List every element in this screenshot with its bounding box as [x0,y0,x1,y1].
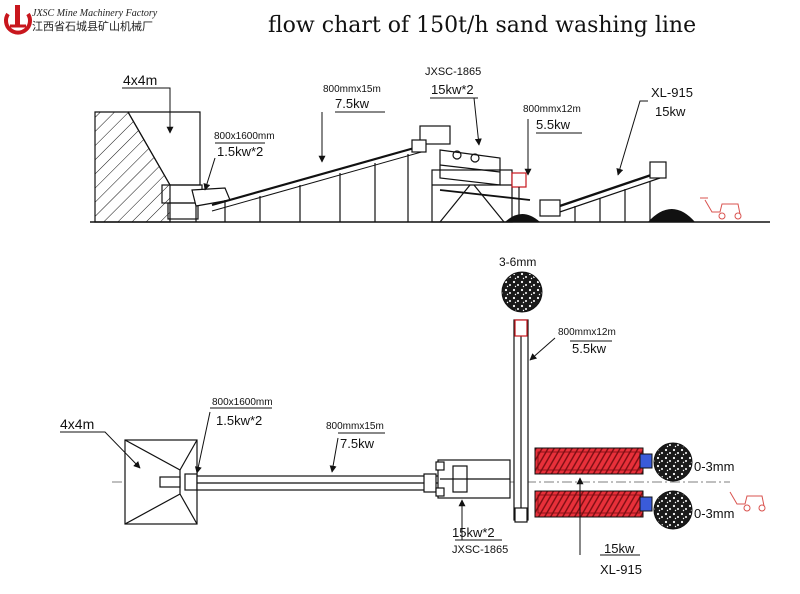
top-view-equipment [124,319,529,525]
leader-conveyor2-top [529,337,556,361]
label-conveyor1-power-side: 7.5kw [335,96,370,111]
label-conveyor2-power-side: 5.5kw [536,117,571,132]
conveyor1-belt [211,143,426,207]
leader-hopper-top [60,431,141,469]
label-feeder-power-top: 1.5kw*2 [216,413,262,428]
factory-logo [4,5,32,35]
leader-hopper-side [122,87,174,134]
pile-fine-1 [653,442,693,482]
page-title: flow chart of 150t/h sand washing line [268,13,696,38]
screen-frame [431,169,513,223]
leader-washer-side [616,100,648,176]
label-product-fine-2: 0-3mm [694,506,734,521]
logo-english-name: JXSC Mine Machinery Factory [32,8,158,19]
loader-icon-top [729,491,766,512]
label-hopper-top: 4x4m [60,416,94,432]
stockpile-fine-side [648,209,695,222]
conveyor2-drive [511,172,527,188]
washer-trough [547,170,661,212]
label-washer-power-side: 15kw [655,104,686,119]
side-view-equipment [90,111,770,223]
leader-feeder-side [203,157,216,191]
logo-chinese-name: 江西省石城县矿山机械厂 [32,19,153,33]
label-conveyor1-power-top: 7.5kw [340,436,375,451]
leader-conveyor1-top [329,437,339,473]
label-conveyor2-power-top: 5.5kw [572,341,607,356]
label-screen-model-side: JXSC-1865 [425,66,481,78]
conveyor2-belt [439,189,531,201]
earth-wall [94,111,171,223]
label-washer-power-top: 15kw [604,541,635,556]
label-screen-model-top: JXSC-1865 [452,544,508,556]
label-product-coarse: 3-6mm [499,255,536,269]
label-hopper-side: 4x4m [123,72,157,88]
label-feeder-power-side: 1.5kw*2 [217,144,263,159]
label-conveyor1-size-side: 800mmx15m [323,84,381,95]
vibrating-screen [439,149,501,186]
label-washer-model-top: XL-915 [600,562,642,577]
hopper-support [167,202,199,220]
pile-fine-2 [653,490,693,530]
label-product-fine-1: 0-3mm [694,459,734,474]
leader-screen-side [473,97,482,146]
feeder-body [191,187,231,207]
loader-icon [700,197,742,220]
leader-feeder-top [194,411,211,474]
label-feeder-size-side: 800x1600mm [214,131,275,142]
label-screen-power-side: 15kw*2 [431,82,474,97]
label-feeder-size-top: 800x1600mm [212,397,273,408]
label-conveyor2-size-top: 800mmx12m [558,327,616,338]
label-conveyor1-size-top: 800mmx15m [326,421,384,432]
pile-coarse-3-6mm [501,271,543,313]
label-conveyor2-size-side: 800mmx12m [523,104,581,115]
sand-washer-top-1 [534,447,653,475]
label-washer-model-side: XL-915 [651,85,693,100]
label-screen-power-top: 15kw*2 [452,525,495,540]
sand-washer-top-2 [534,490,653,518]
conveyor1-head [419,125,451,145]
stockpile-coarse-side [505,214,540,222]
